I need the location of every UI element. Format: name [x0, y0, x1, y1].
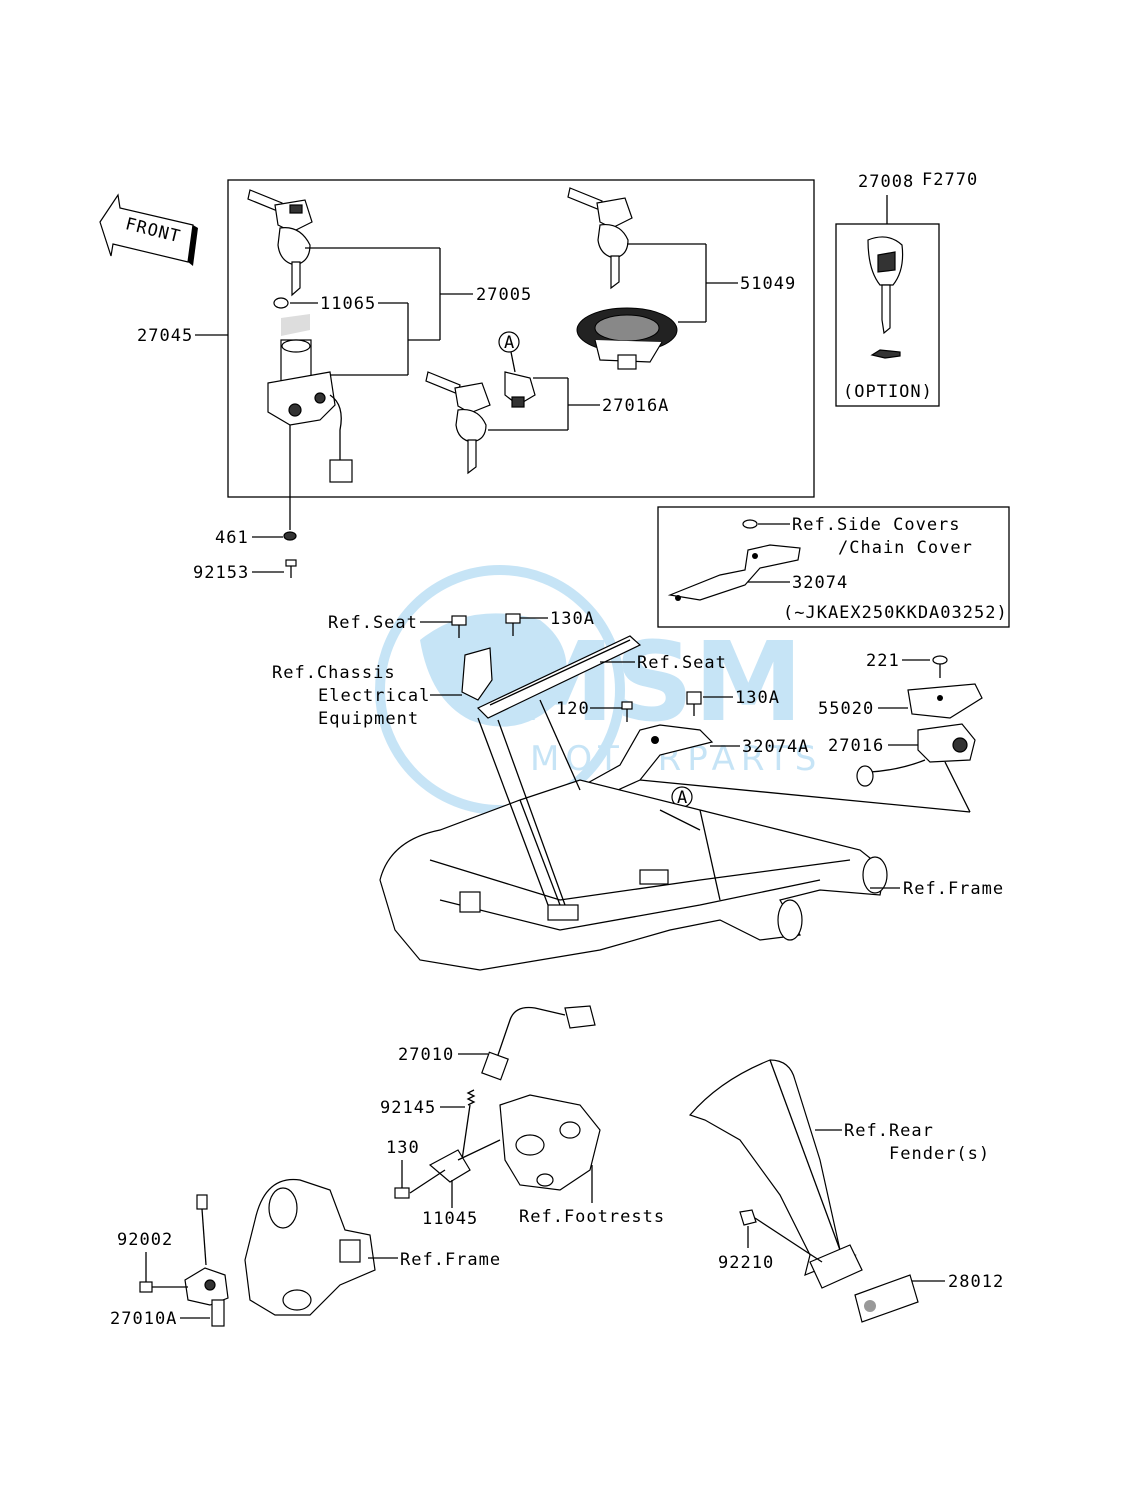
ref-chassis-2: Electrical — [318, 686, 430, 706]
ref-seat-1: Ref.Seat — [328, 613, 418, 633]
option-box — [835, 223, 940, 407]
part-92210: 92210 — [718, 1253, 774, 1273]
plate-11045-icon — [409, 1139, 501, 1208]
ref-rear-1: Ref.Rear — [844, 1121, 934, 1141]
ref-chassis-1: Ref.Chassis — [272, 663, 396, 683]
nut-icon — [283, 531, 297, 541]
part-55020: 55020 — [818, 699, 874, 719]
key-icon-2 — [567, 187, 633, 290]
key-icon-3 — [425, 371, 491, 475]
front-arrow: FRONT — [99, 193, 198, 266]
footrest-bracket-icon — [499, 1094, 601, 1191]
key-icon-option — [867, 236, 904, 359]
nut-icon-130A — [686, 691, 702, 716]
part-32074A: 32074A — [742, 737, 809, 757]
part-92002: 92002 — [117, 1230, 173, 1250]
transponder-icon — [504, 371, 536, 408]
part-27010: 27010 — [398, 1045, 454, 1065]
part-27005: 27005 — [476, 285, 532, 305]
part-461: 461 — [215, 528, 249, 548]
bolt-icon-120 — [621, 701, 633, 722]
part-221: 221 — [866, 651, 900, 671]
part-11045: 11045 — [422, 1209, 478, 1229]
ref-frame-2: Ref.Frame — [400, 1250, 501, 1270]
frame-icon — [379, 699, 971, 971]
key-icon — [247, 189, 313, 297]
part-92145: 92145 — [380, 1098, 436, 1118]
cover-55020-icon — [907, 683, 983, 719]
part-27010A: 27010A — [110, 1309, 177, 1329]
chassis-bracket-icon — [461, 647, 493, 701]
bolt-icon-130 — [394, 1187, 410, 1199]
frame-section-icon — [244, 1178, 376, 1316]
part-130A-1: 130A — [550, 609, 595, 629]
part-120: 120 — [556, 699, 590, 719]
part-27008: 27008 — [858, 172, 914, 192]
ignition-switch-icon — [267, 314, 353, 530]
bracket-32074A-icon — [573, 724, 714, 799]
part-27045: 27045 — [137, 326, 193, 346]
diagram-code: F2770 — [922, 170, 978, 190]
sensor-27010-icon — [481, 1005, 596, 1081]
key-kit-box — [227, 179, 815, 498]
cap-icon — [273, 297, 289, 309]
bolt-icon — [285, 559, 297, 578]
ref-footrests: Ref.Footrests — [519, 1207, 665, 1227]
ref-a-circle — [498, 331, 520, 353]
part-92153: 92153 — [193, 563, 249, 583]
ref-a-label-2: A — [677, 788, 688, 808]
part-27016: 27016 — [828, 736, 884, 756]
option-label: (OPTION) — [843, 382, 933, 402]
watermark: MSM MOTORPARTS — [375, 565, 816, 815]
part-11065: 11065 — [320, 294, 376, 314]
rear-fender-icon — [688, 1059, 863, 1289]
reflector-icon — [854, 1274, 919, 1323]
ref-side-covers-2: /Chain Cover — [838, 538, 973, 558]
bolt-icon-seat — [451, 615, 467, 638]
ref-rear-2: Fender(s) — [889, 1144, 990, 1164]
part-130: 130 — [386, 1138, 420, 1158]
part-51049: 51049 — [740, 274, 796, 294]
spring-icon — [461, 1089, 476, 1161]
vin-range: (~JKAEX250KKDA03252) — [783, 603, 1008, 623]
seat-bracket-icon — [476, 635, 642, 719]
ref-frame-1: Ref.Frame — [903, 879, 1004, 899]
screw-icon-221 — [932, 655, 948, 678]
bolt-icon-92002 — [139, 1281, 153, 1293]
ref-seat-2: Ref.Seat — [637, 653, 727, 673]
switch-27016-icon — [856, 723, 976, 813]
side-cover-box — [657, 506, 1010, 628]
ref-side-covers-1: Ref.Side Covers — [792, 515, 961, 535]
part-130A-2: 130A — [735, 688, 780, 708]
ref-chassis-3: Equipment — [318, 709, 419, 729]
nut-icon-92210 — [739, 1209, 757, 1226]
part-27016A: 27016A — [602, 396, 669, 416]
part-28012: 28012 — [948, 1272, 1004, 1292]
part-32074: 32074 — [792, 573, 848, 593]
sensor-27010A-icon — [184, 1194, 229, 1327]
bracket-32074-icon — [667, 544, 801, 601]
fuel-cap-icon — [576, 307, 678, 370]
ref-a-label: A — [504, 333, 515, 353]
